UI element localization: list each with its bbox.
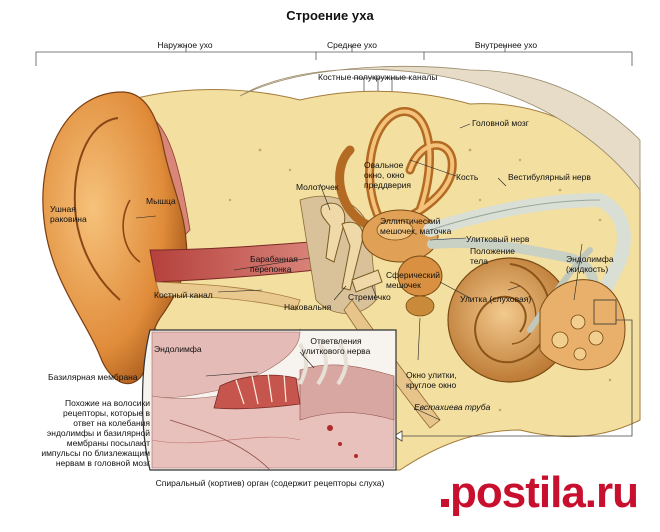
watermark: postila.ru [440, 468, 639, 518]
auricle-concha [122, 199, 141, 263]
hammer-bone [320, 202, 346, 263]
label-bone-canal: Костный канал [154, 290, 213, 300]
utricle [376, 219, 414, 241]
inset-connector-arrow [393, 430, 403, 442]
label-hair-receptors: Похожие на волосики рецепторы, которые в… [41, 398, 150, 468]
label-middle-ear: Среднее ухо [326, 40, 377, 50]
label-bone: Кость [456, 172, 479, 182]
label-body-position: Положение тела [470, 246, 515, 266]
label-inner-ear: Внутреннее ухо [474, 40, 538, 50]
brain-region [239, 66, 641, 192]
label-endolymph-fluid: Эндолимфа (жидкость) [566, 254, 614, 274]
label-endolymph: Эндолимфа [154, 344, 202, 354]
bony-canal-wall [155, 281, 301, 311]
label-oval-window: Овальное окно, окно преддверия [364, 160, 412, 190]
inset-connector [402, 319, 633, 437]
label-cochlea: Улитка (слуховая) [460, 294, 532, 304]
label-stirrup: Стремечко [348, 292, 391, 302]
label-eardrum: Барабанная перепонка [250, 254, 298, 274]
corti-inset [141, 329, 397, 471]
stirrup-bone [351, 269, 383, 293]
page-title: Строение уха [286, 8, 374, 23]
leader-lines [135, 123, 583, 421]
label-nerve-branches: Ответвления улиткового нерва [301, 336, 371, 356]
label-vestibular-nerve: Вестибулярный нерв [508, 172, 591, 182]
section-brackets [35, 46, 633, 94]
label-eustachian-tube: Евстахиева труба [414, 402, 491, 412]
watermark-text: postila.ru [450, 468, 639, 517]
label-cochlear-nerve: Улитковый нерв [466, 234, 530, 244]
label-utricle: Эллиптический мешочек, маточка [380, 216, 452, 236]
label-semicircular-canals: Костные полукружные каналы [318, 72, 438, 82]
label-anvil: Наковальня [284, 302, 332, 312]
label-round-window: Окно улитки, круглое окно [406, 370, 457, 390]
label-basilar-membrane: Базилярная мембрана [48, 372, 138, 382]
label-outer-ear: Наружное ухо [157, 40, 213, 50]
label-hammer: Молоточек [296, 182, 339, 192]
label-brain: Головной мозг [472, 118, 529, 128]
cochlea-cross-section [539, 279, 626, 371]
label-organ-of-corti: Спиральный (кортиев) орган (содержит рец… [155, 478, 385, 488]
label-auricle: Ушная раковина [50, 204, 87, 224]
label-saccule: Сферический мешочек [386, 270, 440, 290]
auricle-inner-fold [73, 117, 121, 301]
round-window-shape [405, 295, 435, 317]
label-muscle: Мышца [146, 196, 176, 206]
